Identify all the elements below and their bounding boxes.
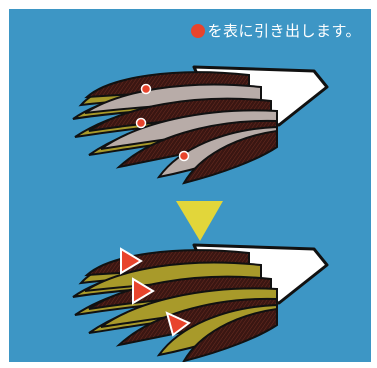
instruction-text: を表に引き出します。	[207, 22, 361, 40]
red-circle-icon	[135, 117, 147, 129]
red-circle-icon	[178, 150, 190, 162]
pointer-arrow-icon	[165, 311, 191, 337]
illustration-panel: を表に引き出します。	[9, 9, 371, 362]
red-circle-icon	[191, 23, 206, 38]
bottom-wing	[72, 243, 329, 362]
red-circle-icon	[140, 83, 152, 95]
wing-diagram	[72, 65, 329, 362]
pointer-arrow-icon	[120, 247, 143, 275]
pointer-arrow-icon	[132, 277, 155, 305]
instruction-caption: を表に引き出します。	[191, 20, 361, 41]
top-wing	[72, 65, 329, 185]
down-arrow-icon	[176, 201, 223, 241]
